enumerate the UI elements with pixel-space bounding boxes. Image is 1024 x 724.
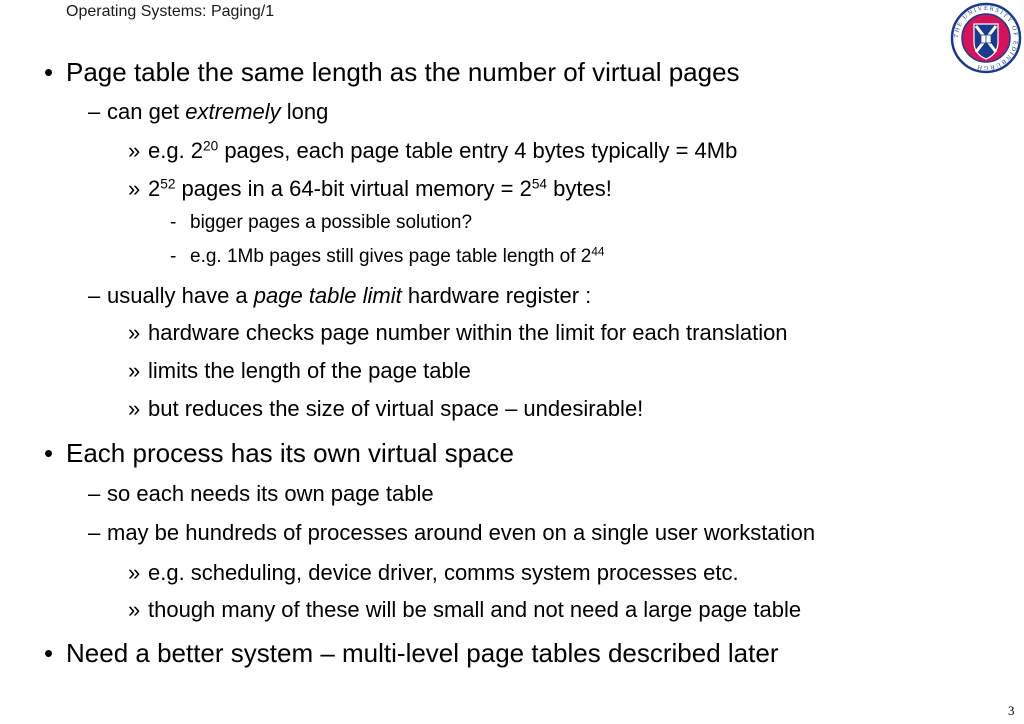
dash-marker: – bbox=[88, 481, 101, 506]
raquo-marker: » bbox=[128, 138, 141, 163]
sub-item: –can get extremely long bbox=[88, 99, 329, 124]
bullet-item: •Each process has its own virtual space bbox=[44, 438, 514, 468]
hyphen-marker: - bbox=[170, 212, 177, 233]
bullet-item: •Need a better system – multi-level page… bbox=[44, 638, 779, 668]
sub-sub-item: »hardware checks page number within the … bbox=[128, 320, 788, 345]
sub-item: –may be hundreds of processes around eve… bbox=[88, 520, 816, 545]
bullet-item: •Page table the same length as the numbe… bbox=[44, 57, 740, 87]
sub-sub-item: »e.g. scheduling, device driver, comms s… bbox=[128, 560, 739, 585]
raquo-marker: » bbox=[128, 597, 141, 622]
dash-marker: – bbox=[88, 283, 101, 308]
raquo-marker: » bbox=[128, 396, 141, 421]
raquo-marker: » bbox=[128, 320, 141, 345]
sub-sub-item: »though many of these will be small and … bbox=[128, 597, 802, 622]
sub-sub-item: »252 pages in a 64-bit virtual memory = … bbox=[128, 176, 612, 201]
hyphen-marker: - bbox=[170, 246, 177, 267]
bullet-marker: • bbox=[44, 438, 54, 468]
dash-marker: – bbox=[88, 99, 101, 124]
sub-sub-item: »but reduces the size of virtual space –… bbox=[128, 396, 644, 421]
dash-marker: – bbox=[88, 520, 101, 545]
bullet-marker: • bbox=[44, 57, 54, 87]
slide-header: Operating Systems: Paging/1 bbox=[66, 3, 275, 20]
sub-item: –usually have a page table limit hardwar… bbox=[88, 283, 592, 308]
raquo-marker: » bbox=[128, 176, 141, 201]
raquo-marker: » bbox=[128, 560, 141, 585]
raquo-marker: » bbox=[128, 358, 141, 383]
level4-item: -e.g. 1Mb pages still gives page table l… bbox=[170, 245, 605, 267]
level4-item: -bigger pages a possible solution? bbox=[170, 212, 473, 233]
sub-sub-item: »limits the length of the page table bbox=[128, 358, 471, 383]
bullet-marker: • bbox=[44, 638, 54, 668]
sub-sub-item: »e.g. 220 pages, each page table entry 4… bbox=[128, 138, 738, 163]
page-number: 3 bbox=[1008, 703, 1015, 718]
university-crest-logo: THE UNIVERSITY OF EDINBURGH bbox=[950, 2, 1022, 74]
sub-item: –so each needs its own page table bbox=[88, 481, 434, 506]
